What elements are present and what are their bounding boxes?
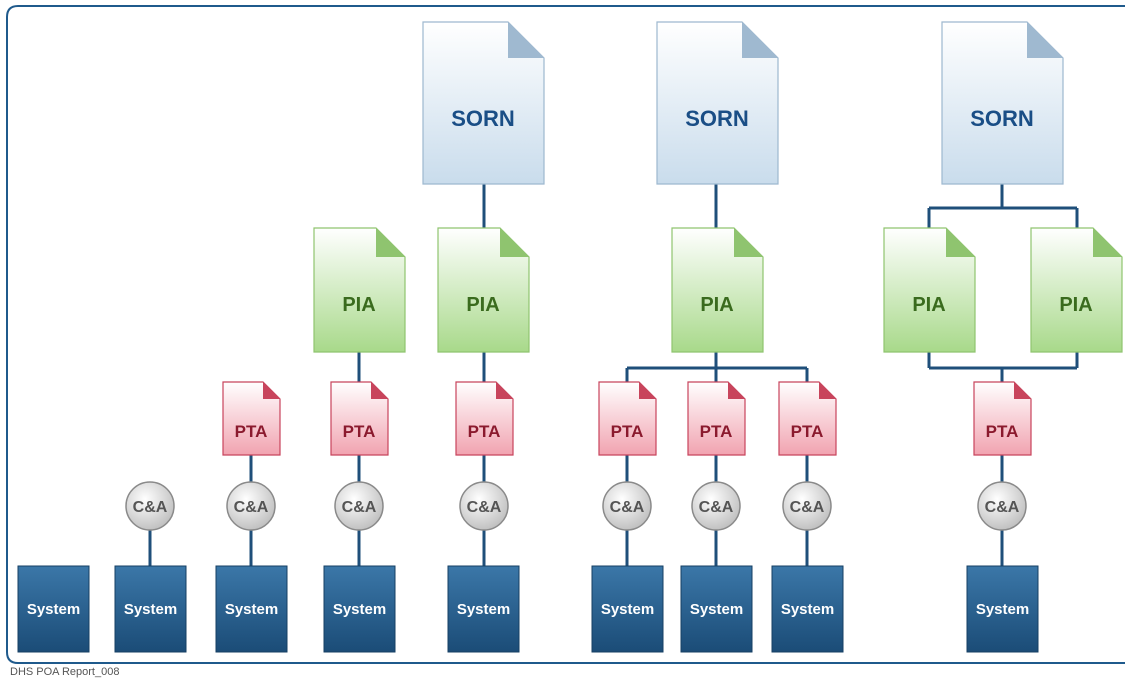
pia-label: PIA bbox=[342, 294, 375, 316]
pta-document: PTA bbox=[598, 381, 657, 456]
ca-node: C&A bbox=[782, 481, 832, 531]
sorn-document: SORN bbox=[941, 21, 1064, 185]
ca-label: C&A bbox=[790, 499, 825, 516]
system-box: System bbox=[17, 565, 90, 653]
figure-caption: DHS POA Report_008 bbox=[10, 666, 120, 678]
system-box: System bbox=[680, 565, 753, 653]
pia-document: PIA bbox=[313, 227, 406, 353]
pta-label: PTA bbox=[700, 422, 733, 441]
pia-document: PIA bbox=[671, 227, 764, 353]
ca-label: C&A bbox=[610, 499, 645, 516]
system-label: System bbox=[601, 601, 654, 618]
pta-label: PTA bbox=[611, 422, 644, 441]
system-label: System bbox=[457, 601, 510, 618]
sorn-label: SORN bbox=[451, 106, 515, 131]
system-box: System bbox=[447, 565, 520, 653]
pia-document: PIA bbox=[883, 227, 976, 353]
pta-document: PTA bbox=[973, 381, 1032, 456]
pta-document: PTA bbox=[455, 381, 514, 456]
ca-node: C&A bbox=[602, 481, 652, 531]
ca-label: C&A bbox=[234, 499, 269, 516]
ca-label: C&A bbox=[985, 499, 1020, 516]
system-box: System bbox=[966, 565, 1039, 653]
system-box: System bbox=[323, 565, 396, 653]
system-label: System bbox=[124, 601, 177, 618]
ca-node: C&A bbox=[691, 481, 741, 531]
ca-label: C&A bbox=[133, 499, 168, 516]
ca-node: C&A bbox=[334, 481, 384, 531]
system-box: System bbox=[215, 565, 288, 653]
ca-node: C&A bbox=[459, 481, 509, 531]
system-box: System bbox=[771, 565, 844, 653]
system-label: System bbox=[27, 601, 80, 618]
pta-document: PTA bbox=[222, 381, 281, 456]
pia-label: PIA bbox=[700, 294, 733, 316]
pta-label: PTA bbox=[343, 422, 376, 441]
pia-label: PIA bbox=[1059, 294, 1092, 316]
ca-node: C&A bbox=[977, 481, 1027, 531]
pta-document: PTA bbox=[687, 381, 746, 456]
connector-lines bbox=[148, 184, 1079, 566]
system-label: System bbox=[976, 601, 1029, 618]
pia-label: PIA bbox=[912, 294, 945, 316]
system-box: System bbox=[591, 565, 664, 653]
sorn-label: SORN bbox=[970, 106, 1034, 131]
pia-label: PIA bbox=[466, 294, 499, 316]
system-box: System bbox=[114, 565, 187, 653]
sorn-document: SORN bbox=[656, 21, 779, 185]
pia-document: PIA bbox=[437, 227, 530, 353]
pta-document: PTA bbox=[330, 381, 389, 456]
sorn-label: SORN bbox=[685, 106, 749, 131]
ca-node: C&A bbox=[226, 481, 276, 531]
pta-label: PTA bbox=[986, 422, 1019, 441]
system-label: System bbox=[781, 601, 834, 618]
pta-label: PTA bbox=[468, 422, 501, 441]
pta-document: PTA bbox=[778, 381, 837, 456]
ca-label: C&A bbox=[699, 499, 734, 516]
sorn-document: SORN bbox=[422, 21, 545, 185]
ca-label: C&A bbox=[467, 499, 502, 516]
system-label: System bbox=[225, 601, 278, 618]
ca-label: C&A bbox=[342, 499, 377, 516]
system-label: System bbox=[690, 601, 743, 618]
diagram-frame bbox=[6, 5, 1125, 664]
pta-label: PTA bbox=[791, 422, 824, 441]
pia-document: PIA bbox=[1030, 227, 1123, 353]
ca-node: C&A bbox=[125, 481, 175, 531]
pta-label: PTA bbox=[235, 422, 268, 441]
system-label: System bbox=[333, 601, 386, 618]
